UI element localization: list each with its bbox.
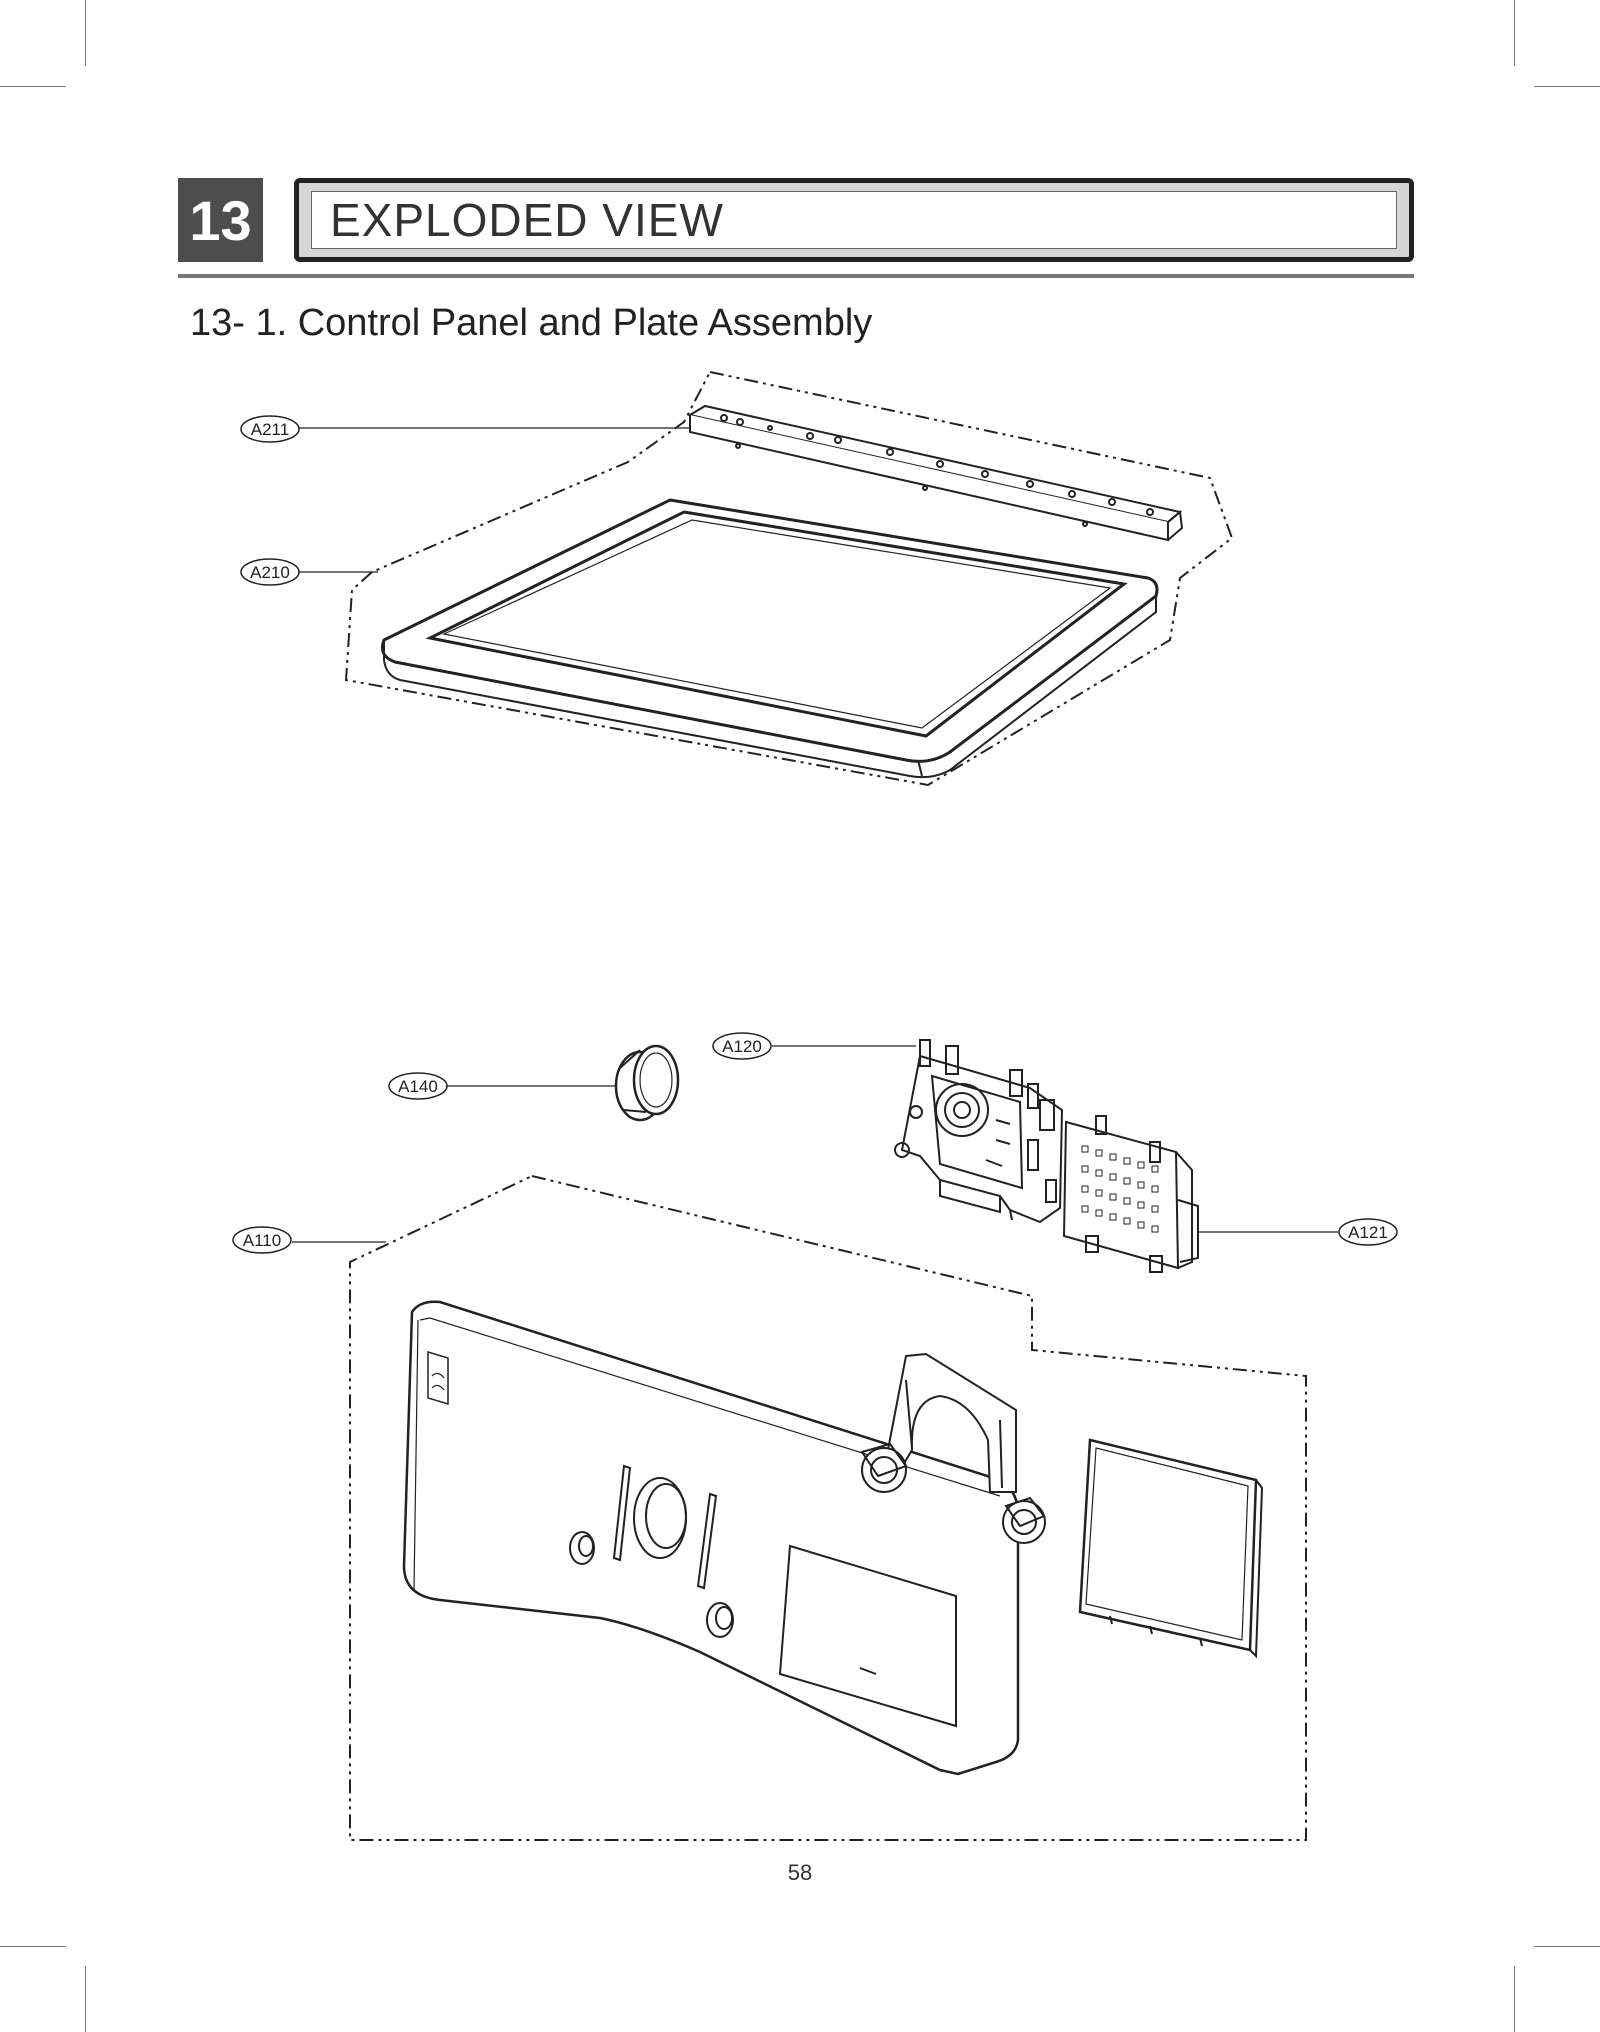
callout-label-a120: A120 — [722, 1037, 762, 1056]
part-a210-top-plate — [380, 498, 1159, 779]
crop-mark — [0, 86, 66, 87]
part-a120-pcb-bracket — [894, 1039, 1064, 1224]
crop-mark — [0, 1946, 66, 1947]
part-a140-knob — [614, 1044, 680, 1122]
crop-mark — [1534, 86, 1600, 87]
callout-label-a140: A140 — [398, 1077, 438, 1096]
callout-oval-a210 — [240, 558, 300, 586]
crop-mark — [85, 1966, 86, 2032]
chapter-title-bar: EXPLODED VIEW — [294, 178, 1414, 262]
section-title: 13- 1. Control Panel and Plate Assembly — [190, 302, 873, 344]
part-display-module — [1078, 1438, 1264, 1659]
callout-label-a211: A211 — [251, 420, 289, 439]
callout-label-a110: A110 — [243, 1231, 281, 1250]
callout-oval-a110 — [232, 1226, 292, 1254]
chapter-number: 13 — [189, 188, 252, 252]
part-a110-control-panel — [402, 1300, 1020, 1776]
callout-oval-a140 — [388, 1072, 448, 1100]
callout-label-a121: A121 — [1348, 1223, 1388, 1242]
chapter-title: EXPLODED VIEW — [330, 194, 724, 246]
crop-mark — [1514, 0, 1515, 66]
crop-mark — [1534, 1946, 1600, 1947]
chapter-title-frame: EXPLODED VIEW — [311, 191, 1397, 249]
part-a121-sub-pcb — [1062, 1115, 1199, 1273]
callout-oval-a211 — [240, 415, 300, 443]
crop-mark — [85, 0, 86, 66]
chapter-number-badge: 13 — [178, 178, 263, 262]
crop-mark — [1514, 1966, 1515, 2032]
callout-label-a210: A210 — [250, 563, 290, 582]
part-a211-bracket — [687, 404, 1184, 542]
upper-assembly-boundary — [344, 370, 1234, 787]
header-rule — [178, 274, 1414, 278]
part-dial-bracket — [860, 1352, 1046, 1544]
callout-oval-a120 — [712, 1032, 772, 1060]
callout-oval-a121 — [1338, 1218, 1398, 1246]
page-number: 58 — [787, 1860, 813, 1885]
